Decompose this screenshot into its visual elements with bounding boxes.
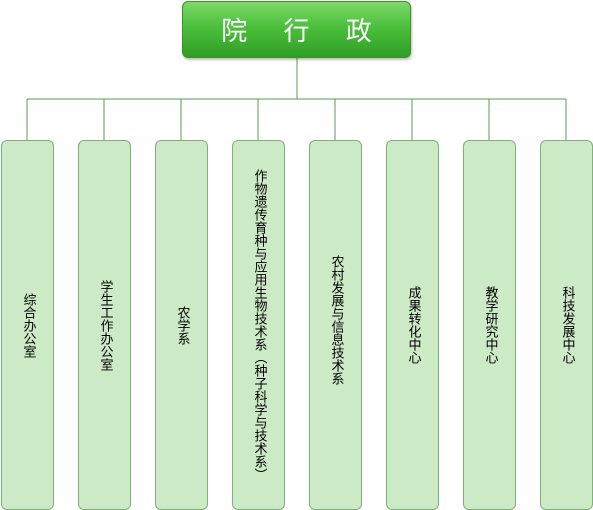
dept-node-tech-development-center: 科技发展中心 xyxy=(540,140,593,510)
dept-node-label: 科技发展中心 xyxy=(559,286,575,364)
dept-node-rural-development-dept: 农村发展与信息技术系 xyxy=(309,140,362,510)
dept-node-label: 综合办公室 xyxy=(20,292,36,358)
dept-node-teaching-research-center: 教学研究中心 xyxy=(463,140,516,510)
dept-node-label: 学生工作办公室 xyxy=(97,279,113,371)
root-node-college-administration: 院 行 政 xyxy=(182,1,411,58)
dept-node-achievement-transfer-center: 成果转化中心 xyxy=(386,140,439,510)
dept-node-agronomy-dept: 农学系 xyxy=(155,140,208,510)
dept-node-label: 作物遗传育种与应用生物技术系（种子科学与技术系） xyxy=(251,169,267,481)
dept-node-label: 农学系 xyxy=(174,305,190,345)
dept-node-student-affairs-office: 学生工作办公室 xyxy=(78,140,131,510)
root-node-label: 院 行 政 xyxy=(221,17,386,47)
dept-node-label: 教学研究中心 xyxy=(482,286,498,364)
dept-node-label: 农村发展与信息技术系 xyxy=(328,255,344,385)
dept-node-crop-genetics-dept: 作物遗传育种与应用生物技术系（种子科学与技术系） xyxy=(232,140,285,510)
dept-node-general-office: 综合办公室 xyxy=(1,140,54,510)
dept-node-label: 成果转化中心 xyxy=(405,286,421,364)
